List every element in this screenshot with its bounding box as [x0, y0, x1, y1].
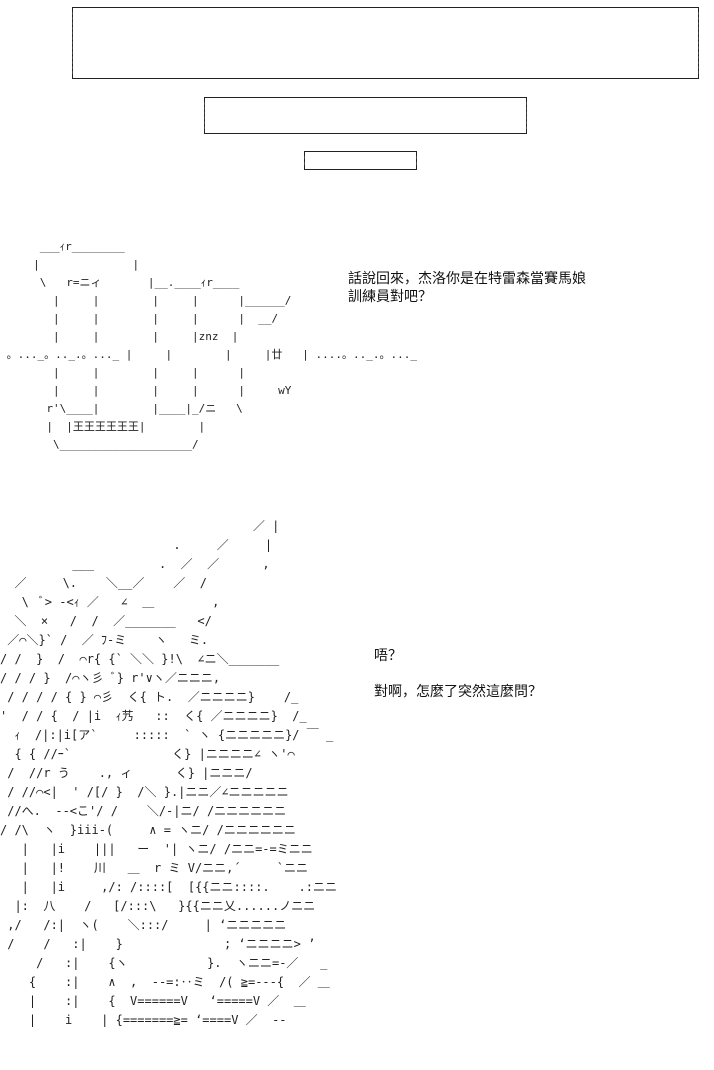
title-box-medium	[204, 97, 527, 134]
title-box-large	[72, 7, 699, 79]
scene2-dialogue-2: 對啊，怎麼了突然這麼問？	[374, 684, 542, 700]
scene2-ascii-art: ／ | . ／ | ___ . ／ ／ , ／ \. ＼__／ ／ / \ ﾞ>…	[0, 519, 337, 1027]
scene1-ascii-art: ___ｨr________ | | \ r=ニィ |__.____ｨr____ …	[6, 240, 417, 451]
scene1-dialogue: 話說回來，杰洛你是在特雷森當賽馬娘 訓練員對吧？	[348, 271, 586, 305]
scene2-dialogue-1: 唔？	[374, 648, 402, 664]
title-box-small	[304, 151, 417, 170]
